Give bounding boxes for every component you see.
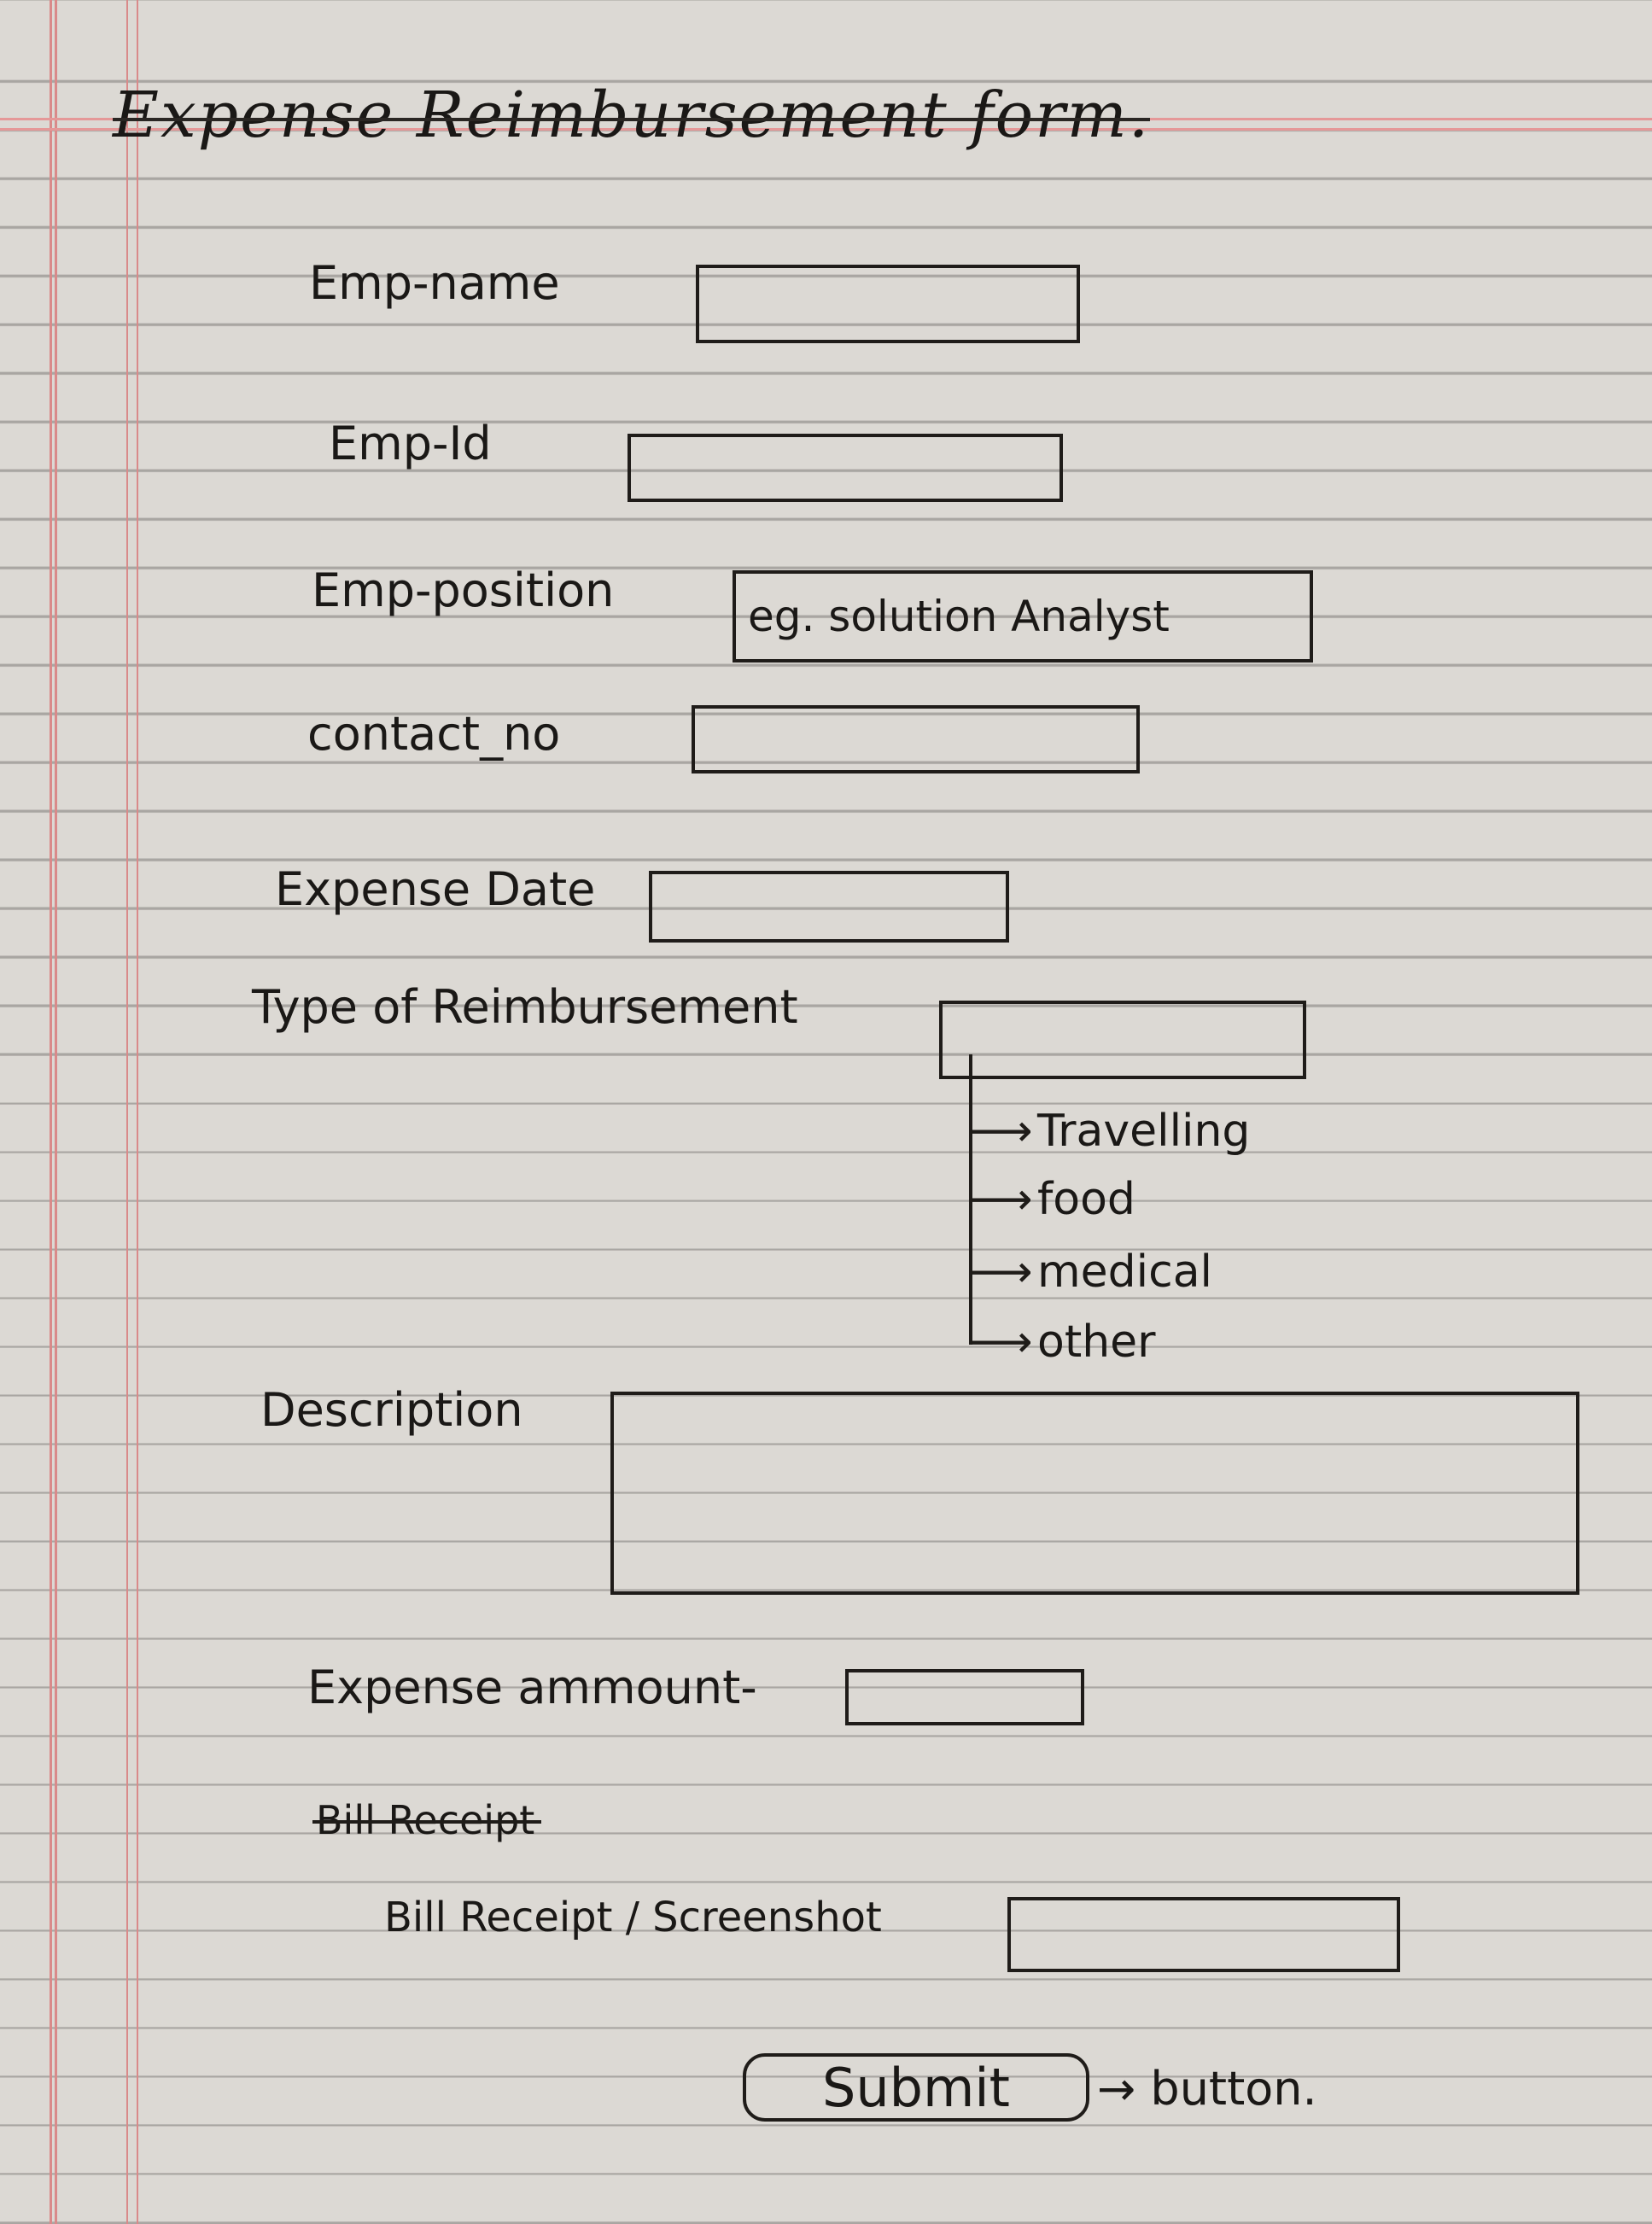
expense-date-label: Expense Date: [275, 862, 596, 916]
emp-position-input[interactable]: [733, 570, 1313, 663]
option-medical[interactable]: ⟶medical: [969, 1246, 1213, 1298]
reimbursement-type-label: Type of Reimbursement: [252, 980, 798, 1034]
option-other[interactable]: ⟶other: [969, 1316, 1156, 1368]
contact-no-input[interactable]: [692, 705, 1140, 773]
expense-date-input[interactable]: [649, 871, 1009, 943]
option-food[interactable]: ⟶food: [969, 1174, 1135, 1225]
emp-id-label: Emp-Id: [329, 417, 492, 470]
reimbursement-options-tree: [969, 1054, 983, 1345]
contact-no-label: contact_no: [307, 707, 561, 761]
arrow-right-icon: ⟶: [969, 1316, 1033, 1368]
arrow-right-icon: ⟶: [969, 1246, 1033, 1298]
strike-line: [312, 1820, 542, 1824]
button-annotation: → button.: [1097, 2062, 1317, 2116]
submit-button[interactable]: Submit: [743, 2053, 1089, 2122]
expense-amount-label: Expense ammount-: [307, 1661, 757, 1714]
emp-position-label: Emp-position: [312, 563, 615, 617]
reimbursement-type-select[interactable]: [939, 1001, 1306, 1079]
struck-out-label: Bill Receipt: [312, 1797, 542, 1843]
emp-id-input[interactable]: [628, 434, 1063, 502]
top-rule: [0, 128, 1652, 131]
expense-amount-input[interactable]: [845, 1669, 1084, 1725]
description-textarea[interactable]: [610, 1392, 1579, 1595]
emp-name-input[interactable]: [696, 265, 1080, 343]
margin-line: [55, 0, 57, 2224]
title-strike: [113, 118, 1151, 122]
arrow-right-icon: ⟶: [969, 1106, 1033, 1157]
description-label: Description: [260, 1383, 523, 1437]
margin-line: [126, 0, 128, 2224]
margin-line: [137, 0, 138, 2224]
bill-receipt-upload[interactable]: [1007, 1897, 1400, 1972]
form-title: Expense Reimbursement form.: [113, 79, 1151, 152]
arrow-right-icon: ⟶: [969, 1174, 1033, 1225]
option-travelling[interactable]: ⟶Travelling: [969, 1106, 1251, 1157]
bill-receipt-label: Bill Receipt / Screenshot: [384, 1894, 882, 1941]
emp-name-label: Emp-name: [309, 256, 560, 310]
margin-line: [50, 0, 52, 2224]
